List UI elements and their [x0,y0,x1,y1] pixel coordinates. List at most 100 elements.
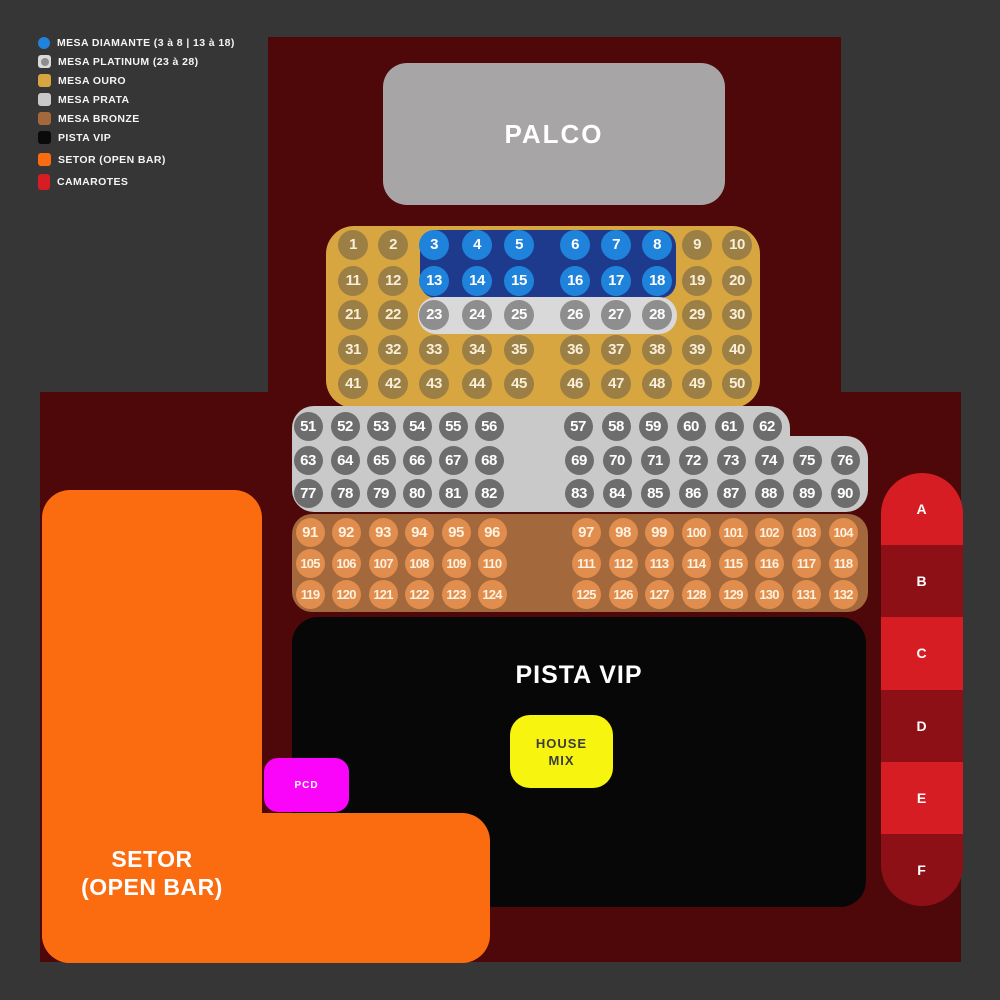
pcd-area[interactable]: PCD [264,758,349,812]
table-119[interactable]: 119 [295,579,325,609]
table-11[interactable]: 11 [338,266,368,296]
table-52[interactable]: 52 [330,411,360,441]
table-94[interactable]: 94 [404,517,434,547]
table-125[interactable]: 125 [571,579,601,609]
table-61[interactable]: 61 [714,411,744,441]
table-19[interactable]: 19 [682,266,712,296]
table-66[interactable]: 66 [402,445,432,475]
table-26[interactable]: 26 [560,300,590,330]
table-74[interactable]: 74 [754,445,784,475]
table-28[interactable]: 28 [642,300,672,330]
table-105[interactable]: 105 [295,548,325,578]
setor-open-bar-area-extension[interactable] [42,813,490,963]
table-14[interactable]: 14 [462,266,492,296]
table-48[interactable]: 48 [642,369,672,399]
table-96[interactable]: 96 [477,517,507,547]
table-131[interactable]: 131 [791,579,821,609]
table-37[interactable]: 37 [601,335,631,365]
table-77[interactable]: 77 [293,478,323,508]
table-118[interactable]: 118 [828,548,858,578]
table-47[interactable]: 47 [601,369,631,399]
table-59[interactable]: 59 [638,411,668,441]
table-32[interactable]: 32 [378,335,408,365]
table-20[interactable]: 20 [722,266,752,296]
table-73[interactable]: 73 [716,445,746,475]
table-65[interactable]: 65 [366,445,396,475]
table-108[interactable]: 108 [404,548,434,578]
table-97[interactable]: 97 [571,517,601,547]
table-80[interactable]: 80 [402,478,432,508]
table-53[interactable]: 53 [366,411,396,441]
table-2[interactable]: 2 [378,230,408,260]
table-83[interactable]: 83 [564,478,594,508]
table-98[interactable]: 98 [608,517,638,547]
table-122[interactable]: 122 [404,579,434,609]
table-36[interactable]: 36 [560,335,590,365]
table-10[interactable]: 10 [722,230,752,260]
table-124[interactable]: 124 [477,579,507,609]
table-79[interactable]: 79 [366,478,396,508]
table-109[interactable]: 109 [441,548,471,578]
table-102[interactable]: 102 [754,517,784,547]
table-41[interactable]: 41 [338,369,368,399]
table-34[interactable]: 34 [462,335,492,365]
table-112[interactable]: 112 [608,548,638,578]
table-70[interactable]: 70 [602,445,632,475]
table-35[interactable]: 35 [504,335,534,365]
table-31[interactable]: 31 [338,335,368,365]
table-56[interactable]: 56 [474,411,504,441]
camarote-F[interactable]: F [881,833,963,906]
table-95[interactable]: 95 [441,517,471,547]
table-72[interactable]: 72 [678,445,708,475]
table-67[interactable]: 67 [438,445,468,475]
table-103[interactable]: 103 [791,517,821,547]
table-55[interactable]: 55 [438,411,468,441]
table-104[interactable]: 104 [828,517,858,547]
table-128[interactable]: 128 [681,579,711,609]
table-68[interactable]: 68 [474,445,504,475]
camarote-A[interactable]: A [881,473,963,546]
table-49[interactable]: 49 [682,369,712,399]
table-100[interactable]: 100 [681,517,711,547]
table-33[interactable]: 33 [419,335,449,365]
table-89[interactable]: 89 [792,478,822,508]
table-120[interactable]: 120 [331,579,361,609]
table-81[interactable]: 81 [438,478,468,508]
table-50[interactable]: 50 [722,369,752,399]
table-12[interactable]: 12 [378,266,408,296]
camarote-C[interactable]: C [881,617,963,690]
table-130[interactable]: 130 [754,579,784,609]
table-46[interactable]: 46 [560,369,590,399]
table-127[interactable]: 127 [644,579,674,609]
table-87[interactable]: 87 [716,478,746,508]
table-39[interactable]: 39 [682,335,712,365]
table-17[interactable]: 17 [601,266,631,296]
table-57[interactable]: 57 [563,411,593,441]
table-5[interactable]: 5 [504,230,534,260]
table-88[interactable]: 88 [754,478,784,508]
table-113[interactable]: 113 [644,548,674,578]
table-75[interactable]: 75 [792,445,822,475]
table-63[interactable]: 63 [293,445,323,475]
table-29[interactable]: 29 [682,300,712,330]
table-42[interactable]: 42 [378,369,408,399]
table-62[interactable]: 62 [752,411,782,441]
table-23[interactable]: 23 [419,300,449,330]
camarote-D[interactable]: D [881,689,963,762]
table-84[interactable]: 84 [602,478,632,508]
table-126[interactable]: 126 [608,579,638,609]
table-110[interactable]: 110 [477,548,507,578]
table-8[interactable]: 8 [642,230,672,260]
table-82[interactable]: 82 [474,478,504,508]
table-132[interactable]: 132 [828,579,858,609]
table-60[interactable]: 60 [676,411,706,441]
table-106[interactable]: 106 [331,548,361,578]
table-76[interactable]: 76 [830,445,860,475]
table-58[interactable]: 58 [601,411,631,441]
table-86[interactable]: 86 [678,478,708,508]
table-115[interactable]: 115 [718,548,748,578]
table-129[interactable]: 129 [718,579,748,609]
table-91[interactable]: 91 [295,517,325,547]
table-43[interactable]: 43 [419,369,449,399]
table-24[interactable]: 24 [462,300,492,330]
